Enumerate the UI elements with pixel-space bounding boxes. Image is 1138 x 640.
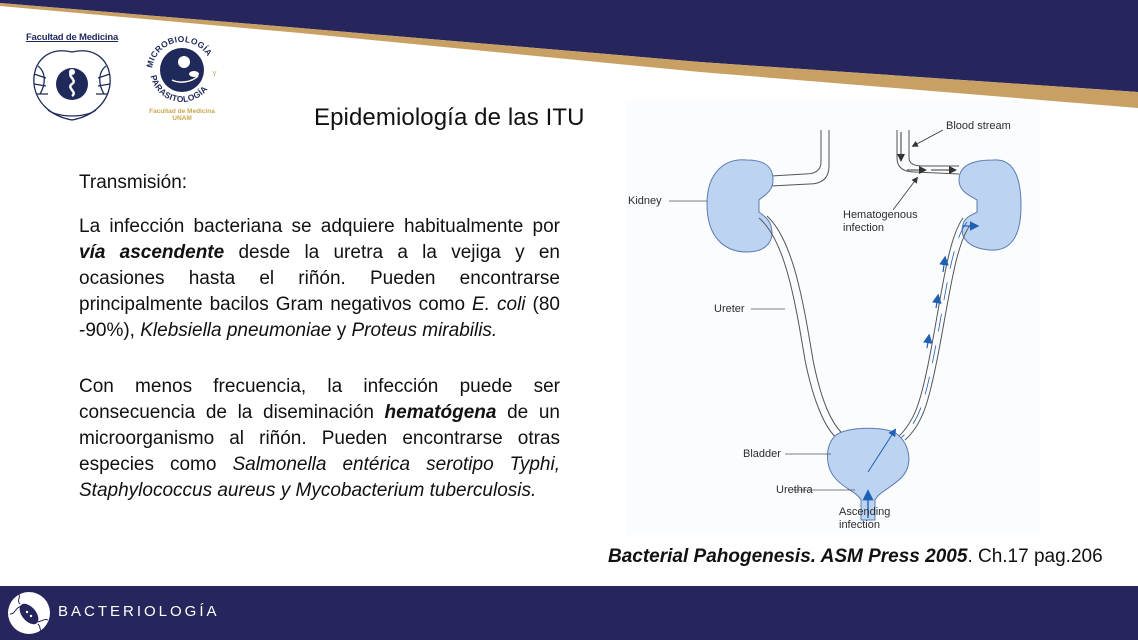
label-hematogenous-line1: Hematogenous	[843, 209, 918, 221]
logo-mp-subtitle-line1: Facultad de Medicina	[149, 108, 215, 115]
label-bladder: Bladder	[743, 448, 781, 460]
p1-italic-ecoli: E. coli	[472, 294, 526, 315]
svg-text:Y: Y	[212, 71, 217, 78]
paragraph-ascending: La infección bacteriana se adquiere habi…	[79, 214, 560, 344]
label-kidney: Kidney	[628, 195, 662, 207]
microbiologia-parasitologia-logo: MICROBIOLOGÍA PARASITOLOGÍA Y Facultad d…	[140, 32, 224, 124]
footer-bar: BACTERIOLOGÍA	[0, 586, 1138, 640]
p2-text: Con menos frecuencia, la infección puede…	[79, 376, 560, 423]
label-ascending-line2: infection	[839, 519, 880, 531]
footer-course-label: BACTERIOLOGÍA	[58, 603, 220, 620]
microscope-emblem-icon: MICROBIOLOGÍA PARASITOLOGÍA Y	[144, 34, 217, 104]
logo-fm-title: Facultad de Medicina	[25, 32, 119, 43]
bacteria-logo	[8, 592, 50, 634]
citation: Bacterial Pahogenesis. ASM Press 2005. C…	[608, 546, 1103, 568]
subheading-transmision: Transmisión:	[79, 172, 188, 193]
bacterium-icon	[9, 593, 49, 633]
eagle-crest-icon	[33, 50, 111, 121]
p2-text: de un microorganismo al riñón. Pueden en…	[79, 402, 561, 475]
label-hematogenous-infection: Hematogenous infection	[843, 209, 918, 235]
citation-source: Bacterial Pahogenesis. ASM Press 2005	[608, 546, 968, 567]
p1-text: (80 -90%),	[79, 294, 560, 341]
paragraph-hematogenous: Con menos frecuencia, la infección puede…	[79, 374, 560, 504]
facultad-medicina-logo: Facultad de Medicina	[24, 32, 120, 124]
label-ascending-line1: Ascending	[839, 506, 891, 518]
p1-text: desde la uretra a la vejiga y en ocasion…	[79, 242, 560, 315]
logo-mp-subtitle: Facultad de Medicina UNAM	[140, 108, 224, 122]
label-blood-stream: Blood stream	[946, 120, 1011, 132]
label-ascending-infection: Ascending infection	[839, 506, 890, 532]
p1-bold-via-ascendente: vía ascendente	[79, 242, 225, 263]
label-ureter: Ureter	[714, 303, 745, 315]
p1-italic-klebsiella: Klebsiella pneumoniae	[140, 320, 332, 341]
p1-text: La infección bacteriana se adquiere habi…	[79, 216, 560, 237]
label-hematogenous-line2: infection	[843, 222, 884, 234]
citation-chapter-page: . Ch.17 pag.206	[967, 546, 1103, 567]
urinary-tract-diagram: Blood stream Kidney Hematogenous infecti…	[625, 100, 1040, 535]
p1-text: y	[331, 320, 352, 341]
slide-title: Epidemiología de las ITU	[314, 104, 585, 131]
p2-bold-hematogena: hematógena	[384, 402, 497, 423]
header-banner	[0, 0, 1138, 108]
label-urethra: Urethra	[776, 484, 813, 496]
p1-italic-proteus: Proteus mirabilis.	[351, 320, 498, 341]
logo-mp-subtitle-line2: UNAM	[172, 115, 192, 122]
p2-italic-species: Salmonella entérica serotipo Typhi, Stap…	[79, 454, 560, 501]
urinary-tract-illustration	[669, 129, 1022, 521]
